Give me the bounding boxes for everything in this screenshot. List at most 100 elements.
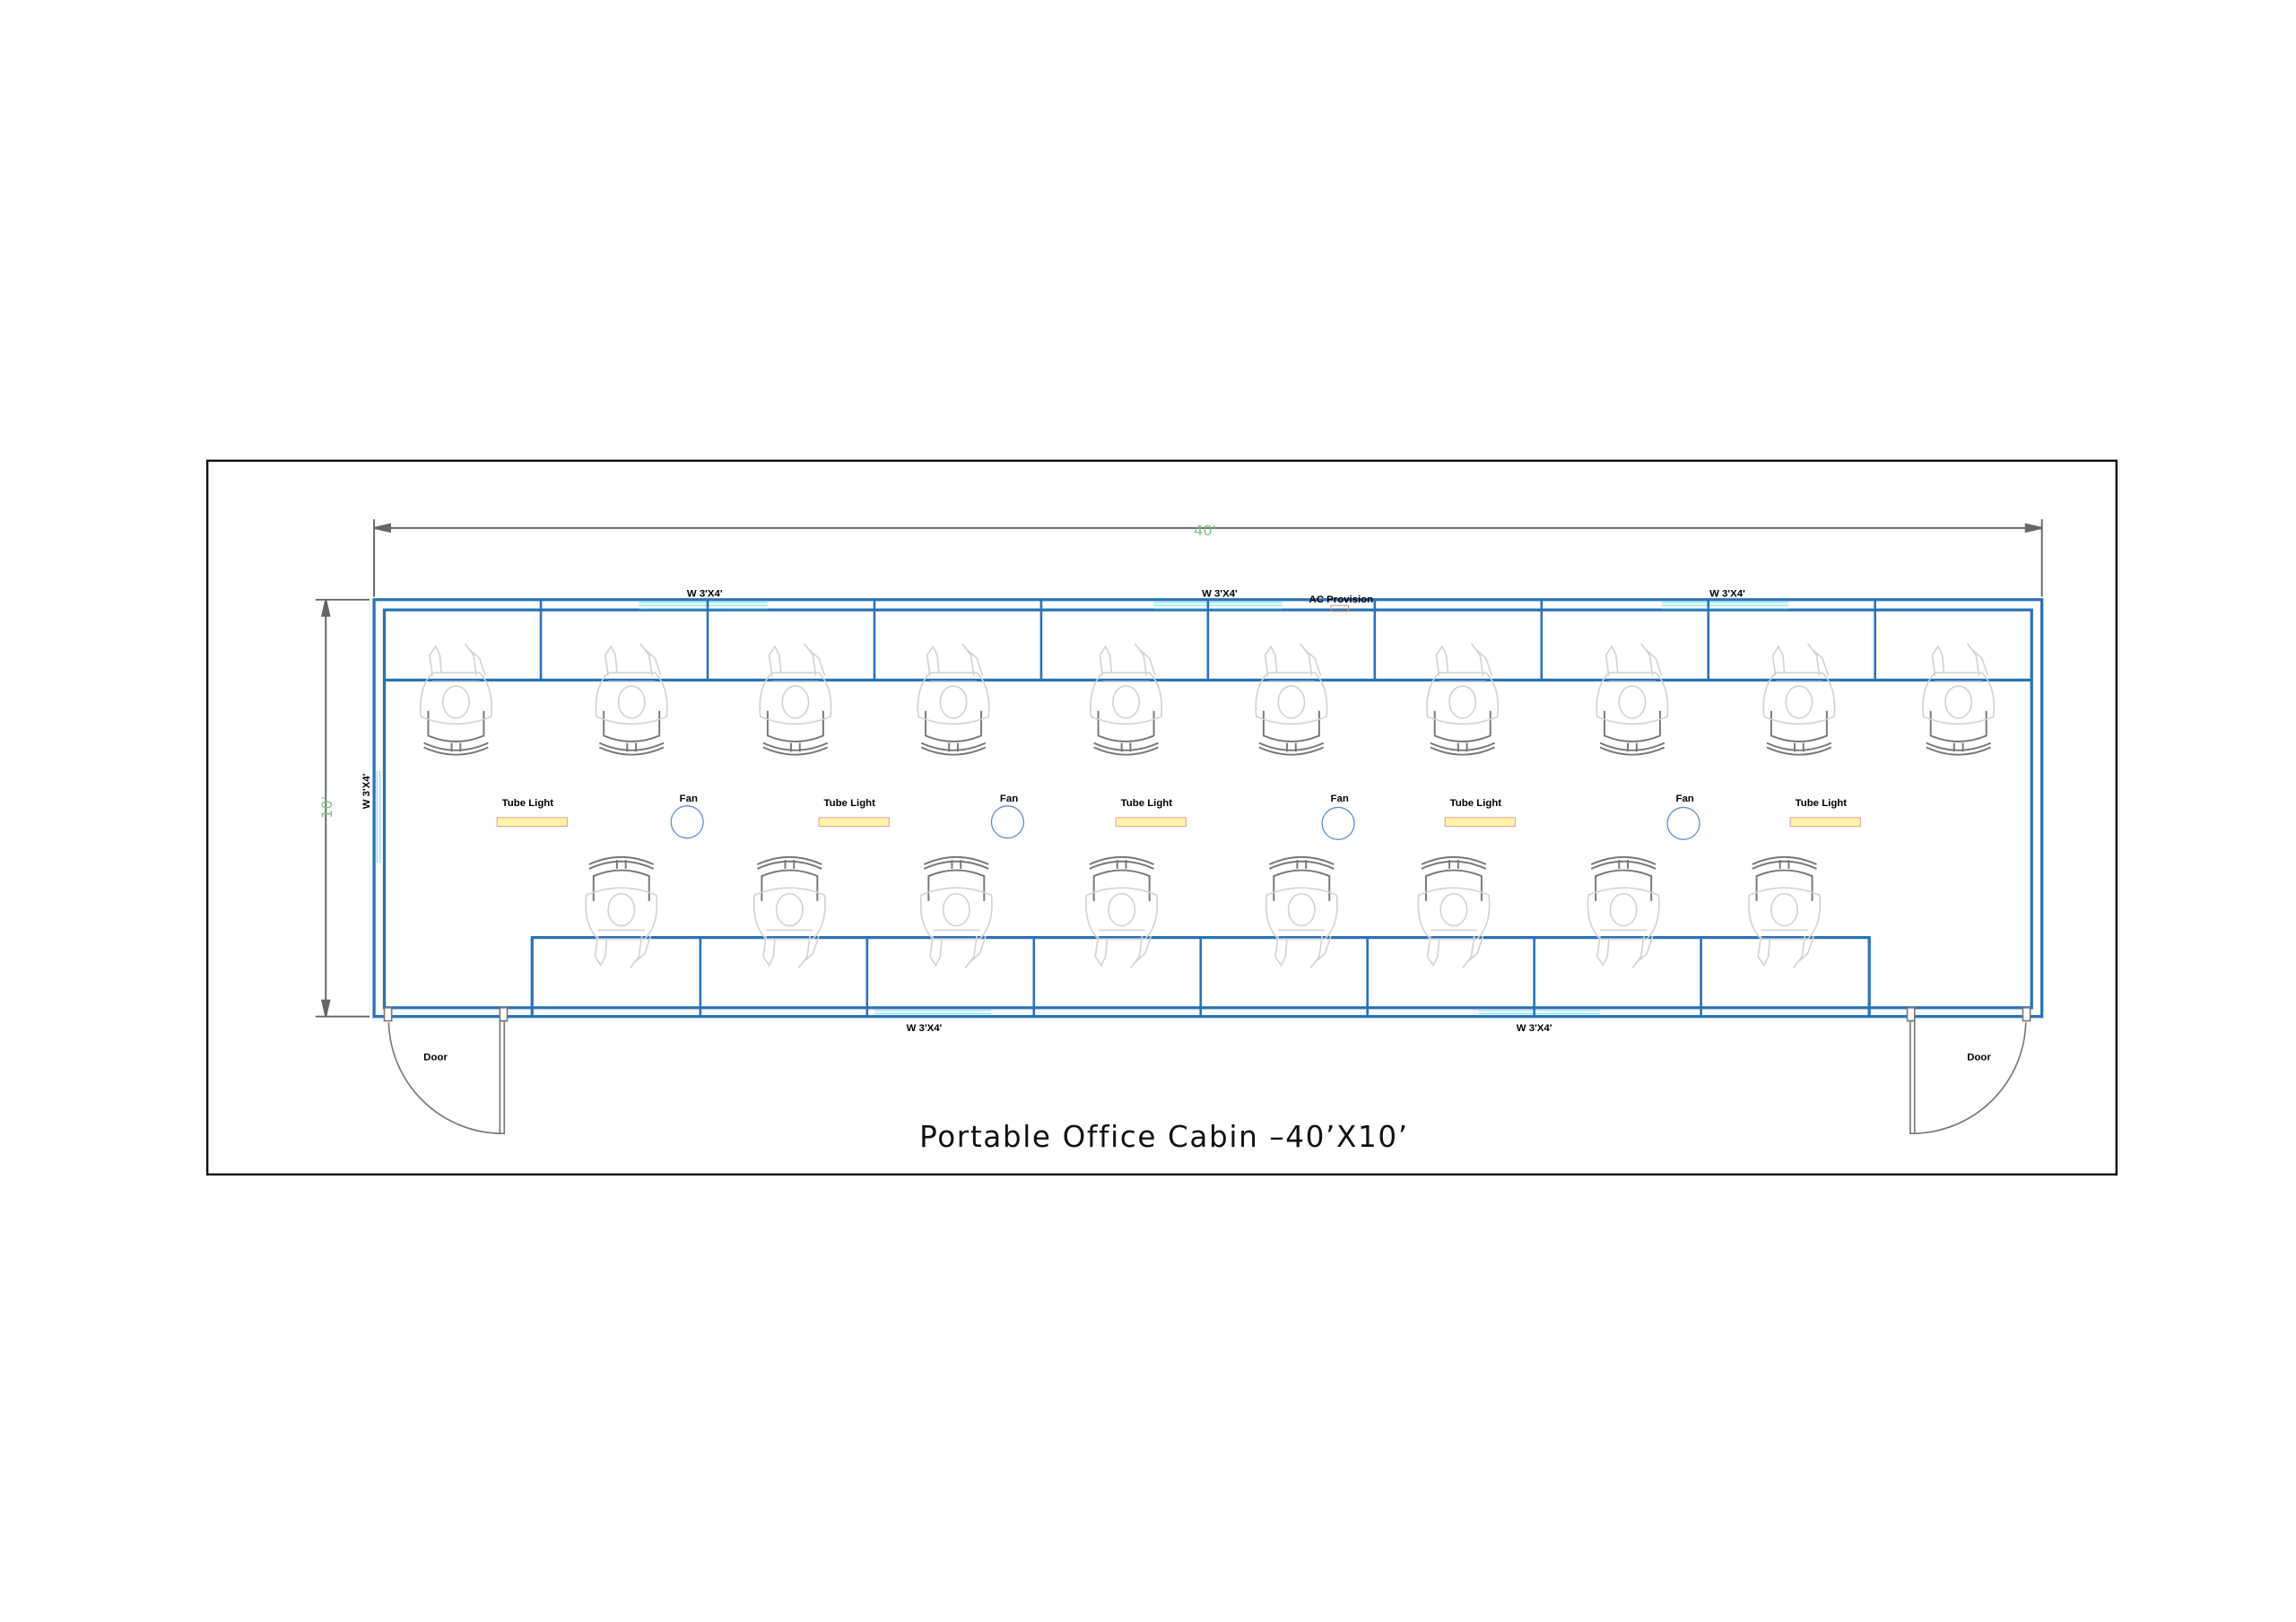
chair-base-icon bbox=[1268, 856, 1335, 870]
fixtures: Tube Light Tube Light Tube Light Tube Light… bbox=[496, 794, 1861, 840]
top-workstation-1 bbox=[419, 643, 492, 756]
person-arms-icon bbox=[1435, 643, 1493, 682]
tube-light-icon bbox=[496, 817, 568, 828]
person-head-icon bbox=[1448, 685, 1477, 719]
workstations bbox=[419, 643, 1996, 969]
person-arms-icon bbox=[1596, 929, 1654, 969]
person-arms-icon bbox=[768, 643, 826, 682]
bottom-workstation-6 bbox=[1417, 856, 1491, 969]
chair-base-icon bbox=[588, 856, 655, 870]
fan-label: Fan bbox=[1331, 794, 1349, 804]
chair-icon bbox=[1603, 710, 1661, 742]
top-workstation-10 bbox=[1922, 643, 1996, 756]
person-arms-icon bbox=[929, 929, 987, 969]
chair-base-icon bbox=[1430, 742, 1495, 756]
chair-icon bbox=[1929, 710, 1987, 742]
tube-light-label: Tube Light bbox=[502, 798, 554, 809]
bottom-workstation-3 bbox=[919, 856, 993, 969]
top-workstation-2 bbox=[595, 643, 668, 756]
tube-light-label: Tube Light bbox=[824, 798, 876, 809]
chair-icon bbox=[1433, 710, 1492, 742]
top-workstation-3 bbox=[759, 643, 832, 756]
chair-icon bbox=[1273, 869, 1331, 901]
length-dimension bbox=[373, 519, 2043, 597]
person-head-icon bbox=[1112, 685, 1141, 719]
chair-base-icon bbox=[1258, 742, 1325, 756]
person-arms-icon bbox=[926, 643, 984, 682]
chair-icon bbox=[1262, 710, 1320, 742]
chair-base-icon bbox=[1590, 856, 1657, 870]
person-head-icon bbox=[1108, 892, 1136, 927]
person-head-icon bbox=[781, 685, 810, 719]
person-arms-icon bbox=[1931, 643, 1989, 682]
person-head-icon bbox=[1770, 892, 1799, 927]
person-arms-icon bbox=[1274, 929, 1332, 969]
person-arms-icon bbox=[1094, 929, 1152, 969]
chair-base-icon bbox=[1752, 856, 1817, 870]
person-body-icon bbox=[1090, 672, 1163, 725]
person-head-icon bbox=[1618, 685, 1647, 719]
chair-icon bbox=[1595, 869, 1653, 901]
chair-base-icon bbox=[757, 856, 822, 870]
person-head-icon bbox=[1439, 892, 1468, 927]
chair-base-icon bbox=[423, 742, 489, 756]
chair-icon bbox=[1755, 869, 1813, 901]
ac-provision-marker bbox=[1330, 604, 1349, 612]
chair-base-icon bbox=[598, 742, 665, 756]
person-arms-icon bbox=[429, 643, 486, 682]
chair-base-icon bbox=[920, 742, 987, 756]
bottom-workstation-7 bbox=[1587, 856, 1660, 969]
person-arms-icon bbox=[762, 929, 820, 969]
window-label-left: W 3'X4' bbox=[361, 773, 372, 809]
window-label-top-2: W 3'X4' bbox=[1202, 589, 1238, 600]
door-left bbox=[383, 1007, 509, 1134]
person-head-icon bbox=[775, 892, 804, 927]
person-body-icon bbox=[919, 887, 993, 941]
person-body-icon bbox=[1265, 887, 1338, 941]
person-body-icon bbox=[1426, 672, 1500, 725]
person-body-icon bbox=[1255, 672, 1328, 725]
tube-light-label: Tube Light bbox=[1796, 798, 1848, 809]
fan-label: Fan bbox=[680, 794, 698, 804]
person-head-icon bbox=[617, 685, 646, 719]
person-head-icon bbox=[1609, 892, 1638, 927]
bottom-workstation-1 bbox=[585, 856, 658, 969]
person-body-icon bbox=[1085, 887, 1159, 941]
fan-icon bbox=[1321, 806, 1355, 840]
person-head-icon bbox=[1785, 685, 1813, 719]
person-head-icon bbox=[1944, 685, 1973, 719]
person-body-icon bbox=[419, 672, 492, 725]
tube-light-icon bbox=[1444, 817, 1516, 828]
tube-light-icon bbox=[1115, 817, 1187, 828]
tube-light-icon bbox=[818, 817, 890, 828]
person-head-icon bbox=[607, 892, 636, 927]
bottom-workstation-5 bbox=[1265, 856, 1338, 969]
chair-icon bbox=[766, 710, 824, 742]
door-label-left: Door bbox=[423, 1053, 448, 1063]
person-body-icon bbox=[1417, 887, 1491, 941]
tube-light-label: Tube Light bbox=[1121, 798, 1173, 809]
fan-label: Fan bbox=[1000, 794, 1018, 804]
bottom-workstation-2 bbox=[752, 856, 826, 969]
chair-base-icon bbox=[1421, 856, 1487, 870]
chair-base-icon bbox=[1599, 742, 1665, 756]
fan-icon bbox=[1666, 806, 1700, 840]
chair-icon bbox=[603, 710, 661, 742]
person-body-icon bbox=[1596, 672, 1669, 725]
window-label-top-3: W 3'X4' bbox=[1709, 589, 1745, 600]
desks bbox=[384, 599, 2032, 1017]
chair-icon bbox=[592, 869, 650, 901]
top-workstation-4 bbox=[917, 643, 990, 756]
fan-label: Fan bbox=[1676, 794, 1694, 804]
person-body-icon bbox=[1587, 887, 1660, 941]
person-arms-icon bbox=[1426, 929, 1484, 969]
length-dimension-label: 40' bbox=[1194, 522, 1216, 539]
person-body-icon bbox=[917, 672, 990, 725]
person-head-icon bbox=[441, 685, 470, 719]
person-arms-icon bbox=[1605, 643, 1663, 682]
width-dimension bbox=[315, 598, 370, 1018]
top-workstation-5 bbox=[1090, 643, 1163, 756]
window-label-bottom-2: W 3'X4' bbox=[1517, 1023, 1552, 1034]
person-body-icon bbox=[752, 887, 826, 941]
chair-icon bbox=[1092, 869, 1151, 901]
